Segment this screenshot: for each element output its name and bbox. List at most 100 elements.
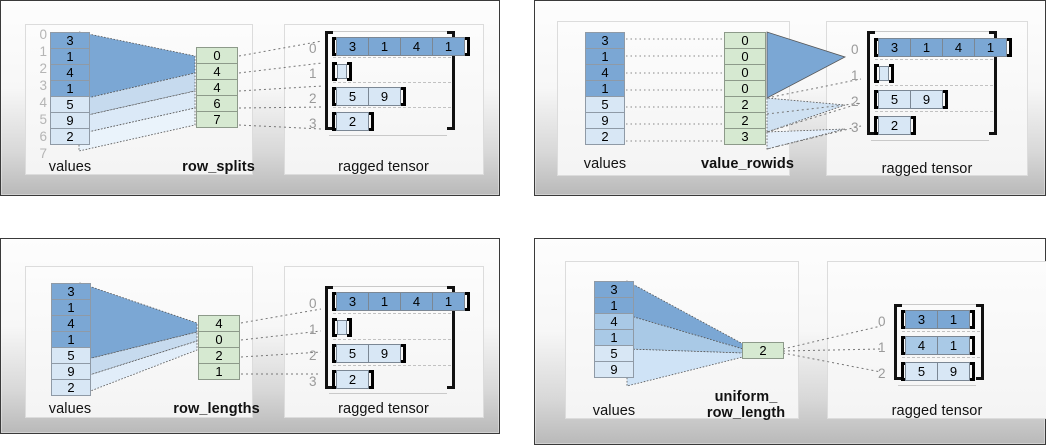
row-bracket-right — [401, 87, 406, 106]
tensor-row: 3 1 4 1 — [332, 292, 470, 311]
row-separator — [333, 339, 451, 340]
tensor-cell: 9 — [368, 87, 401, 106]
outer-bracket-left — [867, 31, 875, 135]
row-index-label: 1 — [878, 340, 886, 355]
outer-bracket-left — [325, 31, 333, 130]
value-cell: 9 — [50, 112, 90, 129]
tensor-row: 2 — [332, 112, 374, 131]
outer-bracket-right — [989, 31, 997, 135]
index-label: 0 — [39, 26, 47, 42]
tensor-cell: 5 — [905, 362, 938, 381]
encoding-cell: 0 — [724, 32, 766, 49]
value-cell: 3 — [594, 281, 634, 298]
row-bracket-left — [332, 62, 337, 81]
encoding-cell: 4 — [196, 79, 238, 96]
value-cell: 5 — [50, 96, 90, 113]
row-lengths-column: 4 0 2 1 — [198, 315, 240, 380]
row-bracket-left — [332, 112, 337, 131]
row-index-label: 0 — [309, 41, 317, 56]
row-index-label: 3 — [851, 120, 859, 135]
tensor-row: 2 — [332, 370, 374, 389]
tensor-row: 3 1 4 1 — [332, 37, 470, 56]
value-cell: 2 — [50, 128, 90, 145]
tensor-row: 5 9 — [874, 90, 948, 109]
value-cell: 1 — [585, 80, 625, 97]
row-bracket-right — [401, 344, 406, 363]
value-cell: 3 — [585, 32, 625, 49]
row-index-label: 0 — [851, 42, 859, 57]
value-rowids-column: 0 0 0 0 2 2 3 — [724, 32, 766, 145]
value-cell: 5 — [51, 347, 91, 364]
tensor-cell: 4 — [400, 37, 433, 56]
tensor-row: 4 1 — [901, 336, 975, 355]
row-splits-column: 0 4 4 6 7 — [196, 47, 238, 128]
empty-row-marker — [337, 320, 347, 335]
encoding-cell: 1 — [198, 363, 240, 380]
value-cell: 4 — [51, 315, 91, 332]
row-bracket-left — [874, 90, 879, 109]
tensor-cell: 9 — [937, 362, 970, 381]
value-cell: 2 — [51, 379, 91, 396]
row-separator — [333, 57, 451, 58]
encoding-cell: 2 — [742, 342, 784, 359]
values-caption: values — [583, 156, 627, 172]
value-cell: 3 — [50, 32, 90, 49]
row-bracket-left — [901, 336, 906, 355]
row-separator — [333, 82, 451, 83]
row-bracket-right — [970, 336, 975, 355]
tensor-row: 5 9 — [901, 362, 975, 381]
encoding-cell: 2 — [198, 347, 240, 364]
row-index-label: 1 — [309, 322, 317, 337]
values-column: 3 1 4 1 5 9 — [594, 281, 634, 378]
tensor-row-empty — [874, 64, 894, 83]
tensor-row: 2 — [874, 116, 916, 135]
row-index-label: 1 — [309, 66, 317, 81]
tensor-cell: 9 — [368, 344, 401, 363]
tensor-outline — [898, 304, 976, 386]
tensor-cell: 5 — [878, 90, 911, 109]
row-index-label: 1 — [851, 68, 859, 83]
row-bracket-right — [465, 37, 470, 56]
values-column: 3 1 4 1 5 9 2 — [585, 32, 625, 145]
row-bracket-left — [332, 87, 337, 106]
tensor-cell: 3 — [878, 38, 911, 57]
tensor-outline — [871, 31, 989, 141]
tensor-cell: 4 — [942, 38, 975, 57]
value-cell: 2 — [585, 128, 625, 145]
value-cell: 4 — [594, 313, 634, 330]
row-bracket-left — [874, 64, 879, 83]
encoding-cell: 0 — [724, 64, 766, 81]
tensor-cell: 4 — [905, 336, 938, 355]
row-bracket-left — [901, 362, 906, 381]
values-column: 3 1 4 1 5 9 2 — [51, 283, 91, 396]
empty-row-marker — [879, 66, 889, 81]
panel-uniform-row-length: 3 1 4 1 5 9 2 values uniform_ row_length… — [534, 238, 1046, 445]
outer-bracket-right — [447, 31, 455, 130]
values-caption: values — [48, 159, 92, 175]
value-cell: 5 — [585, 96, 625, 113]
row-separator — [902, 357, 980, 358]
row-separator — [875, 85, 993, 86]
ragged-caption: ragged tensor — [338, 159, 429, 175]
tensor-row: 3 1 — [901, 310, 975, 329]
row-bracket-left — [874, 38, 879, 57]
row-bracket-left — [332, 292, 337, 311]
row-bracket-right — [1007, 38, 1012, 57]
row-bracket-left — [874, 116, 879, 135]
row-separator — [875, 59, 993, 60]
ragged-subbox — [284, 266, 484, 418]
index-label: 5 — [39, 111, 47, 127]
row-separator — [333, 313, 451, 314]
value-cell: 1 — [594, 297, 634, 314]
tensor-cell: 1 — [974, 38, 1007, 57]
row-bracket-right — [369, 370, 374, 389]
outer-bracket-left — [325, 286, 333, 389]
encoding-caption: value_rowids — [700, 156, 795, 172]
row-index-label: 2 — [309, 91, 317, 106]
row-separator — [902, 331, 980, 332]
encoding-cell: 3 — [724, 128, 766, 145]
tensor-cell: 3 — [336, 292, 369, 311]
tensor-outline — [329, 286, 447, 394]
value-cell: 4 — [50, 64, 90, 81]
